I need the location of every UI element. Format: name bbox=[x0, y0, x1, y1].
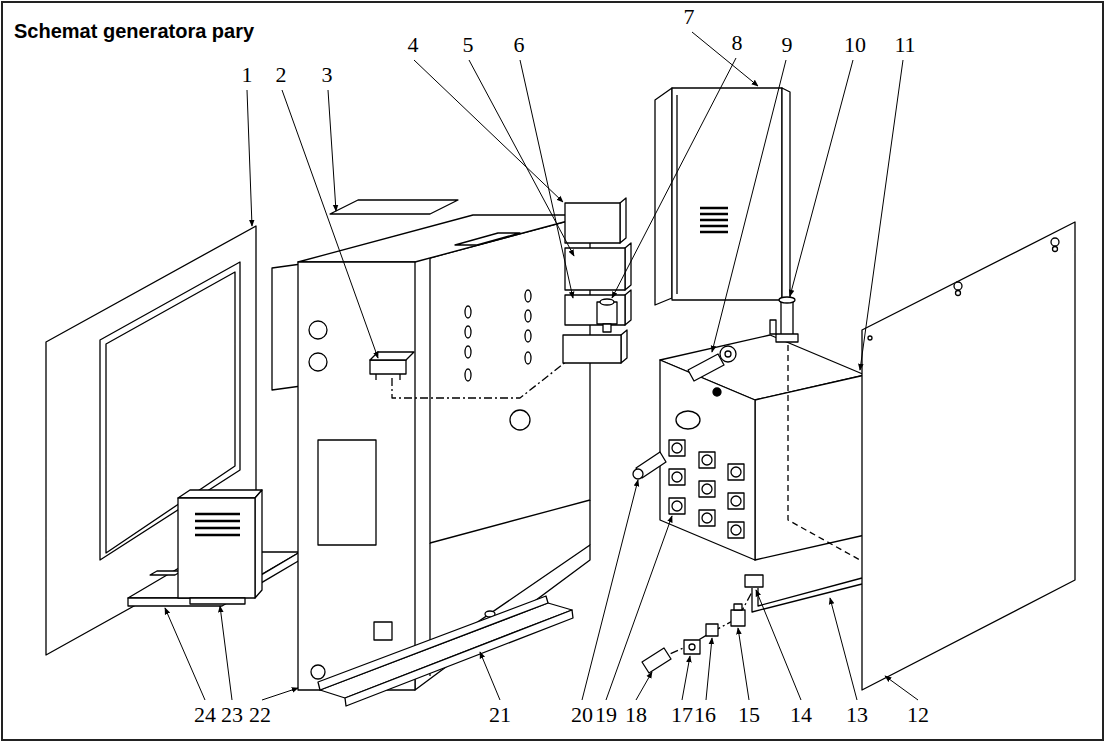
callout-number: 1 bbox=[242, 64, 253, 86]
exploded-view bbox=[46, 88, 1075, 706]
control-box-foot bbox=[190, 598, 245, 604]
housing-top bbox=[298, 215, 590, 262]
callout-number: 11 bbox=[894, 34, 915, 56]
drain-valve-knob bbox=[734, 604, 742, 610]
back-wall-holes bbox=[445, 290, 531, 643]
callout-number: 7 bbox=[684, 6, 695, 28]
drain-valve bbox=[731, 610, 745, 626]
heating-elements bbox=[669, 440, 744, 538]
tank-port bbox=[676, 411, 700, 429]
sight-glass-base bbox=[776, 334, 798, 342]
callout-number: 2 bbox=[276, 64, 287, 86]
sight-glass-bracket bbox=[770, 320, 776, 334]
callout-number: 3 bbox=[322, 64, 333, 86]
heater-ring bbox=[720, 346, 736, 362]
housing-hole bbox=[311, 665, 325, 679]
diagram-title: Schemat generatora pary bbox=[14, 20, 254, 43]
solenoid-cap bbox=[600, 299, 614, 305]
callout-number: 10 bbox=[844, 34, 866, 56]
callout-number: 8 bbox=[732, 32, 743, 54]
drain-cylinder bbox=[642, 648, 671, 673]
callout-number: 5 bbox=[463, 34, 474, 56]
keyhole bbox=[956, 291, 961, 296]
keyhole bbox=[954, 282, 962, 290]
bottom-rail bbox=[320, 603, 572, 698]
callout-number: 13 bbox=[846, 704, 868, 726]
callout-number: 16 bbox=[694, 704, 716, 726]
hidden-line bbox=[788, 345, 860, 560]
filter-device bbox=[370, 360, 406, 374]
callout-number: 20 bbox=[571, 704, 593, 726]
housing-edge bbox=[589, 500, 590, 545]
assembly-line bbox=[656, 592, 752, 660]
bottom-rail-flange bbox=[345, 610, 573, 706]
callout-number: 6 bbox=[514, 34, 525, 56]
control-box bbox=[178, 498, 255, 598]
valve-fitting bbox=[706, 624, 718, 636]
filter-pin bbox=[399, 374, 400, 380]
housing-switch bbox=[374, 622, 392, 640]
callout-number: 9 bbox=[782, 34, 793, 56]
cover-edge bbox=[782, 88, 790, 302]
callout-number: 19 bbox=[595, 704, 617, 726]
cover-flange bbox=[655, 88, 672, 305]
mount-plate bbox=[684, 640, 700, 654]
callout-number: 4 bbox=[408, 34, 419, 56]
cover-fold bbox=[676, 95, 677, 294]
housing-front bbox=[298, 262, 415, 690]
top-plate bbox=[330, 200, 458, 214]
fitting-end bbox=[633, 469, 643, 479]
heater-ring-hole bbox=[725, 351, 731, 357]
housing-top-hole bbox=[455, 233, 520, 245]
callout-number: 24 bbox=[194, 704, 216, 726]
sight-glass-cap bbox=[779, 297, 795, 303]
leader-lines bbox=[165, 32, 918, 700]
panel-hole bbox=[868, 336, 872, 340]
solenoid-port bbox=[603, 324, 611, 332]
housing-hole bbox=[309, 353, 327, 371]
callout-number: 14 bbox=[790, 704, 812, 726]
housing-hole bbox=[309, 321, 327, 339]
drain-block bbox=[745, 575, 763, 587]
heater-element bbox=[688, 354, 724, 381]
callout-number: 23 bbox=[221, 704, 243, 726]
mount-plate-hole bbox=[689, 644, 695, 650]
control-box-side bbox=[255, 490, 262, 598]
filter-pin bbox=[375, 374, 376, 380]
control-box-top bbox=[178, 490, 262, 498]
callout-number: 18 bbox=[625, 704, 647, 726]
keyhole bbox=[1051, 238, 1059, 246]
tank-plug bbox=[713, 388, 721, 396]
drain-pipe bbox=[752, 578, 862, 612]
tank-front bbox=[660, 360, 755, 560]
callout-number: 21 bbox=[489, 704, 511, 726]
callout-number: 12 bbox=[907, 704, 929, 726]
callout-number: 22 bbox=[249, 704, 271, 726]
base-notch bbox=[150, 571, 182, 575]
back-panel bbox=[862, 222, 1075, 690]
callout-number: 17 bbox=[671, 704, 693, 726]
keyhole bbox=[1053, 247, 1058, 252]
control-box-vents bbox=[195, 514, 240, 535]
cover bbox=[672, 88, 782, 300]
bottom-rail-flange bbox=[318, 596, 548, 690]
callout-number: 15 bbox=[738, 704, 760, 726]
cover-vents bbox=[700, 208, 728, 232]
housing-window bbox=[318, 440, 376, 545]
